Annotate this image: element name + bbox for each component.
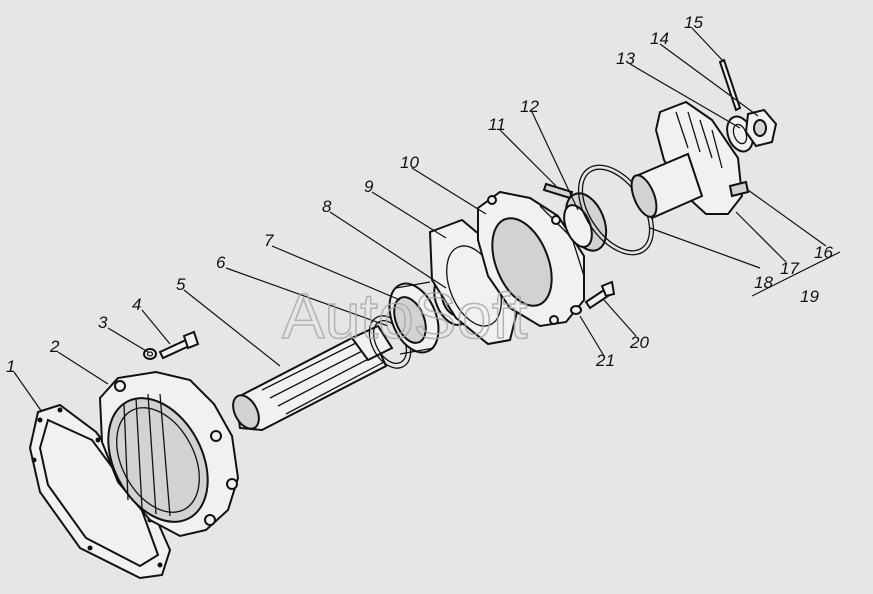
callout-4: 4: [132, 295, 141, 314]
part-bearing-7: [388, 281, 440, 355]
part-bolt-20: [584, 280, 616, 310]
callout-9: 9: [364, 177, 374, 196]
part-flange-17: [630, 100, 744, 220]
callout-7: 7: [264, 231, 274, 250]
callout-19: 19: [800, 287, 819, 306]
part-stud-16: [728, 180, 750, 198]
callout-14: 14: [650, 29, 669, 48]
part-nut-14: [744, 108, 778, 148]
callout-12: 12: [520, 97, 539, 116]
part-pin-11: [542, 182, 574, 200]
callout-3: 3: [98, 313, 108, 332]
callout-18: 18: [754, 273, 773, 292]
callout-2: 2: [49, 337, 60, 356]
part-washer-21: [570, 305, 582, 315]
callout-16: 16: [814, 243, 833, 262]
callout-13: 13: [616, 49, 635, 68]
callout-11: 11: [488, 115, 506, 134]
part-cotter-pin-15: [718, 58, 742, 112]
callout-5: 5: [176, 275, 186, 294]
callout-15: 15: [684, 13, 703, 32]
part-cover-10: [477, 190, 585, 328]
callout-20: 20: [629, 333, 649, 352]
part-shaft-5: [232, 324, 394, 432]
leader-lines: [13, 27, 841, 413]
callout-6: 6: [216, 253, 226, 272]
watermark-text: AutoSoft: [282, 280, 528, 352]
part-bolt-4: [158, 330, 200, 360]
callout-8: 8: [322, 197, 332, 216]
callout-17: 17: [780, 259, 799, 278]
callout-1: 1: [6, 357, 15, 376]
part-gasket-1: [28, 403, 172, 580]
callout-21: 21: [595, 351, 615, 370]
callout-10: 10: [400, 153, 419, 172]
callout-labels: 1 2 3 4 5 6 7 8 9 10 11 12 13 14 15 16 1…: [6, 13, 833, 376]
part-housing-2: [98, 370, 240, 538]
